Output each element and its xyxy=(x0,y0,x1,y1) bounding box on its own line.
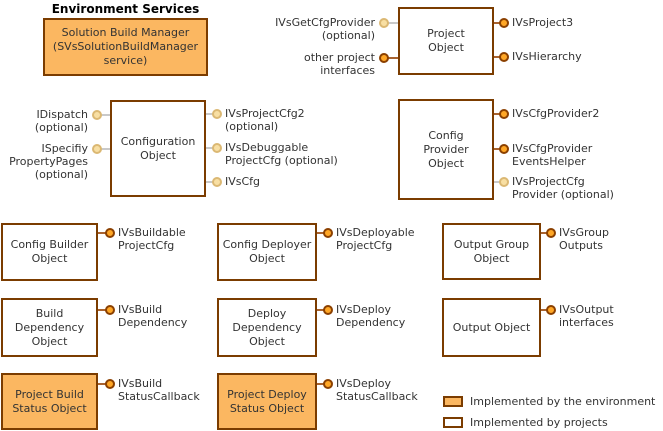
ivsbuildstatuscallback-connector-line xyxy=(98,383,110,385)
ivsbuildstatuscallback-lollipop-icon xyxy=(105,379,115,389)
ivsdebuggableprojectcfg-optional-lollipop-icon xyxy=(212,143,222,153)
deploy-dependency-object-box: Deploy Dependency Object xyxy=(217,298,317,357)
ivsgetcfgprovider-optional-label: IVsGetCfgProvider (optional) xyxy=(275,16,375,42)
ivscfg-lollipop-icon xyxy=(212,177,222,187)
config-deployer-object-box: Config Deployer Object xyxy=(217,223,317,281)
ivsgroupoutputs-lollipop-icon xyxy=(546,228,556,238)
ivsdeploystatuscallback-lollipop-icon xyxy=(323,379,333,389)
ivsbuilddependency-lollipop-icon xyxy=(105,305,115,315)
solution-build-manager-box: Solution Build Manager (SVsSolutionBuild… xyxy=(43,18,208,76)
ivsgetcfgprovider-optional-lollipop-icon xyxy=(379,18,389,28)
ivscfgprovidereventshelper-lollipop-icon xyxy=(499,144,509,154)
ivsbuildableprojectcfg-label: IVsBuildable ProjectCfg xyxy=(118,226,186,252)
output-group-object-box: Output Group Object xyxy=(442,223,541,280)
ivshierarchy-lollipop-icon xyxy=(499,52,509,62)
ivsoutputinterfaces-label: IVsOutput interfaces xyxy=(559,303,614,329)
other-project-interfaces-connector-line xyxy=(384,57,398,59)
configuration-object-box: Configuration Object xyxy=(110,100,206,197)
build-dependency-object-box: Build Dependency Object xyxy=(1,298,98,357)
config-provider-object-box: Config Provider Object xyxy=(398,99,494,200)
ispecifiypropertypages-optional-label: ISpecifiy PropertyPages (optional) xyxy=(9,142,88,181)
ivsdeployableprojectcfg-label: IVsDeployable ProjectCfg xyxy=(336,226,415,252)
ivsbuilddependency-connector-line xyxy=(98,309,110,311)
idispatch-optional-lollipop-icon xyxy=(92,110,102,120)
ivsprojectcfgprovider-optional-label: IVsProjectCfg Provider (optional) xyxy=(512,175,614,201)
ivsdeploystatuscallback-label: IVsDeploy StatusCallback xyxy=(336,377,418,403)
project-build-status-object-box: Project Build Status Object xyxy=(1,373,98,430)
ivsdeploystatuscallback-connector-line xyxy=(317,383,328,385)
legend-swatch-environment xyxy=(443,396,463,407)
ivsgroupoutputs-label: IVsGroup Outputs xyxy=(559,226,609,252)
legend-label-environment: Implemented by the environment xyxy=(470,395,656,408)
legend-label-projects: Implemented by projects xyxy=(470,416,608,429)
page-title: Environment Services xyxy=(51,2,200,16)
other-project-interfaces-lollipop-icon xyxy=(379,53,389,63)
config-builder-object-box: Config Builder Object xyxy=(1,223,98,281)
ivsbuildableprojectcfg-connector-line xyxy=(98,232,110,234)
idispatch-optional-connector-line xyxy=(97,114,110,116)
ivscfgprovider2-lollipop-icon xyxy=(499,109,509,119)
ivsdebuggableprojectcfg-optional-connector-line xyxy=(206,147,217,149)
ispecifiypropertypages-optional-connector-line xyxy=(97,148,110,150)
ivsdeployableprojectcfg-connector-line xyxy=(317,232,328,234)
ivscfgprovider2-label: IVsCfgProvider2 xyxy=(512,107,600,120)
ivsdeploydependency-label: IVsDeploy Dependency xyxy=(336,303,406,329)
ivsgetcfgprovider-optional-connector-line xyxy=(384,22,398,24)
legend-swatch-projects xyxy=(443,417,463,428)
ivsbuilddependency-label: IVsBuild Dependency xyxy=(118,303,188,329)
other-project-interfaces-label: other project interfaces xyxy=(304,51,375,77)
ivscfg-connector-line xyxy=(206,181,217,183)
ispecifiypropertypages-optional-lollipop-icon xyxy=(92,144,102,154)
output-object-box: Output Object xyxy=(442,298,541,357)
legend-item-environment: Implemented by the environment xyxy=(443,395,655,408)
ivsprojectcfg2-optional-lollipop-icon xyxy=(212,109,222,119)
ivsprojectcfg2-optional-connector-line xyxy=(206,113,217,115)
ivscfg-label: IVsCfg xyxy=(225,175,261,188)
ivsproject3-label: IVsProject3 xyxy=(512,16,574,29)
ivsdeployableprojectcfg-lollipop-icon xyxy=(323,228,333,238)
ivscfgprovidereventshelper-label: IVsCfgProvider EventsHelper xyxy=(512,142,593,168)
ivsdeploydependency-connector-line xyxy=(317,309,328,311)
ivsbuildableprojectcfg-lollipop-icon xyxy=(105,228,115,238)
project-object-box: Project Object xyxy=(398,7,494,75)
ivshierarchy-label: IVsHierarchy xyxy=(512,50,582,63)
ivsproject3-lollipop-icon xyxy=(499,18,509,28)
idispatch-optional-label: IDispatch (optional) xyxy=(34,108,88,134)
ivsprojectcfgprovider-optional-lollipop-icon xyxy=(499,177,509,187)
ivsprojectcfg2-optional-label: IVsProjectCfg2 (optional) xyxy=(225,107,305,133)
ivsoutputinterfaces-lollipop-icon xyxy=(546,305,556,315)
ivsdeploydependency-lollipop-icon xyxy=(323,305,333,315)
project-deploy-status-object-box: Project Deploy Status Object xyxy=(217,373,317,430)
legend-item-projects: Implemented by projects xyxy=(443,416,608,429)
ivsbuildstatuscallback-label: IVsBuild StatusCallback xyxy=(118,377,200,403)
ivsdebuggableprojectcfg-optional-label: IVsDebuggable ProjectCfg (optional) xyxy=(225,141,338,167)
